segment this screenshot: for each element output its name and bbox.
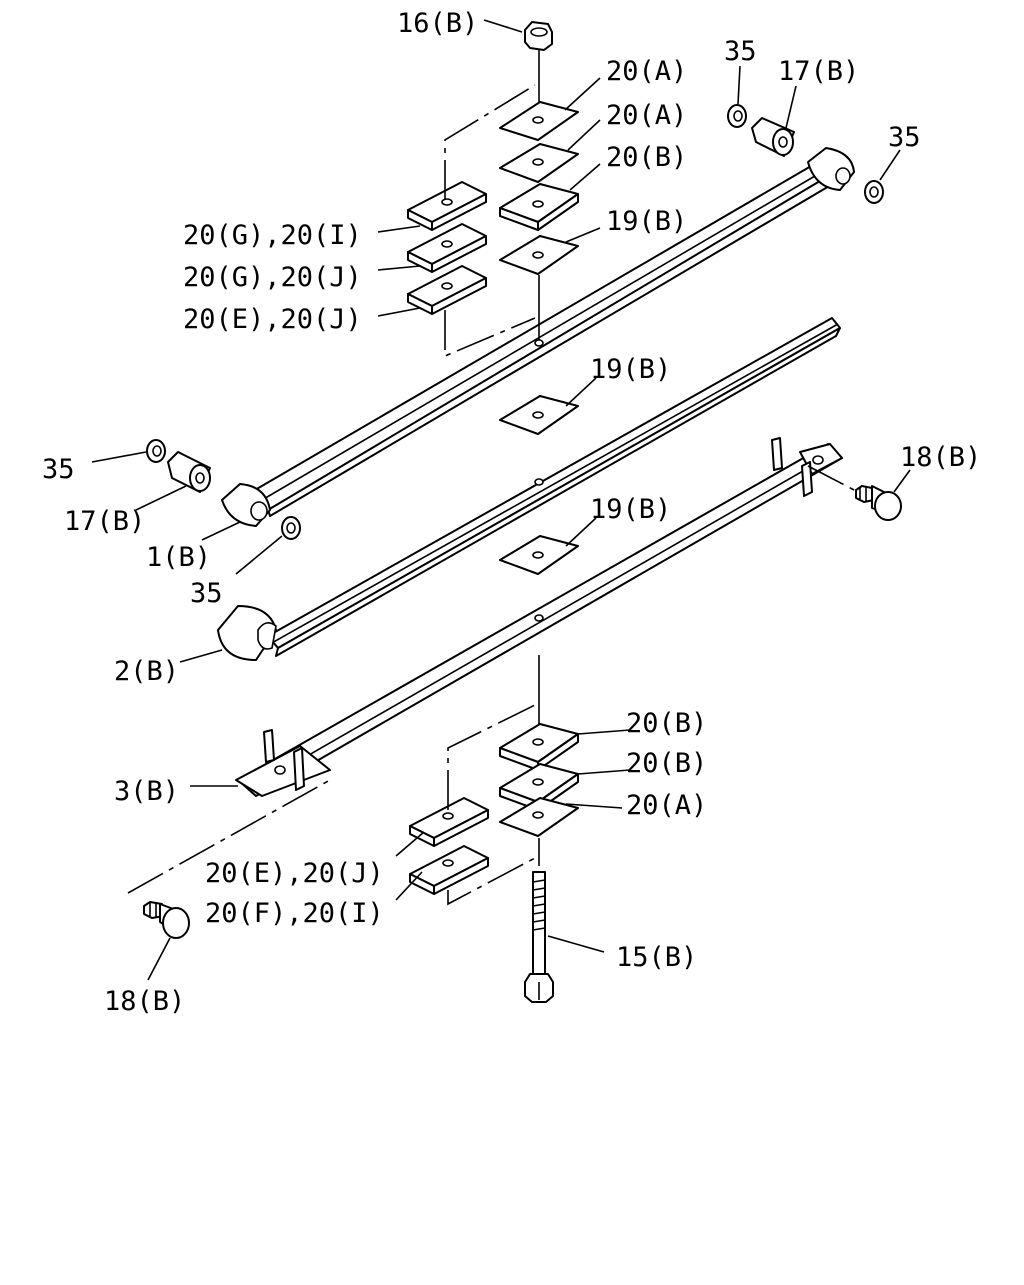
washer-35-left	[146, 439, 166, 463]
label-19b-3: 19(B)	[590, 494, 671, 525]
label-20a-2: 20(A)	[606, 100, 687, 131]
bushing-17b-left	[167, 451, 211, 493]
pad-19b-middle	[499, 395, 579, 486]
top-pad-stack	[407, 50, 579, 358]
label-1b: 1(B)	[146, 542, 211, 573]
label-2b: 2(B)	[114, 656, 179, 687]
label-35-middle: 35	[190, 578, 223, 609]
nut-16b	[524, 21, 553, 51]
pad-19b-lower	[499, 535, 579, 622]
label-19b-1: 19(B)	[606, 206, 687, 237]
label-20g-20j: 20(G),20(J)	[183, 262, 362, 293]
bottom-pad-stack	[409, 655, 579, 906]
washer-35-top-right	[864, 180, 884, 204]
leaf-spring-2	[217, 317, 841, 661]
label-16b: 16(B)	[397, 8, 478, 39]
bushing-17b-top	[751, 117, 795, 157]
pin-18b-left	[127, 779, 331, 939]
label-19b-2: 19(B)	[590, 354, 671, 385]
label-17b-top: 17(B)	[778, 56, 859, 87]
pin-18b-right	[807, 465, 902, 521]
label-20b-3: 20(B)	[626, 748, 707, 779]
leader-lines	[91, 19, 911, 981]
label-18b-left: 18(B)	[104, 986, 185, 1017]
label-20b-2: 20(B)	[626, 708, 707, 739]
bolt-15b	[524, 871, 554, 1003]
label-20a-1: 20(A)	[606, 56, 687, 87]
label-3b: 3(B)	[114, 776, 179, 807]
label-20g-20i: 20(G),20(I)	[183, 220, 362, 251]
washer-35-middle	[281, 516, 301, 540]
label-20e-20j-1: 20(E),20(J)	[183, 304, 362, 335]
label-20e-20j-2: 20(E),20(J)	[205, 858, 384, 889]
leaf-spring-1	[221, 147, 855, 527]
label-35-top-left: 35	[724, 36, 757, 67]
callout-labels: 16(B) 20(A) 20(A) 20(B) 19(B) 20(G),20(I…	[42, 8, 981, 1017]
label-20a-3: 20(A)	[626, 790, 707, 821]
label-35-top-right: 35	[888, 122, 921, 153]
label-20f-20i: 20(F),20(I)	[205, 898, 384, 929]
label-18b-right: 18(B)	[900, 442, 981, 473]
label-35-left: 35	[42, 454, 75, 485]
washer-35-top-left	[727, 104, 747, 128]
label-15b: 15(B)	[616, 942, 697, 973]
label-17b-left: 17(B)	[64, 506, 145, 537]
label-20b-1: 20(B)	[606, 142, 687, 173]
